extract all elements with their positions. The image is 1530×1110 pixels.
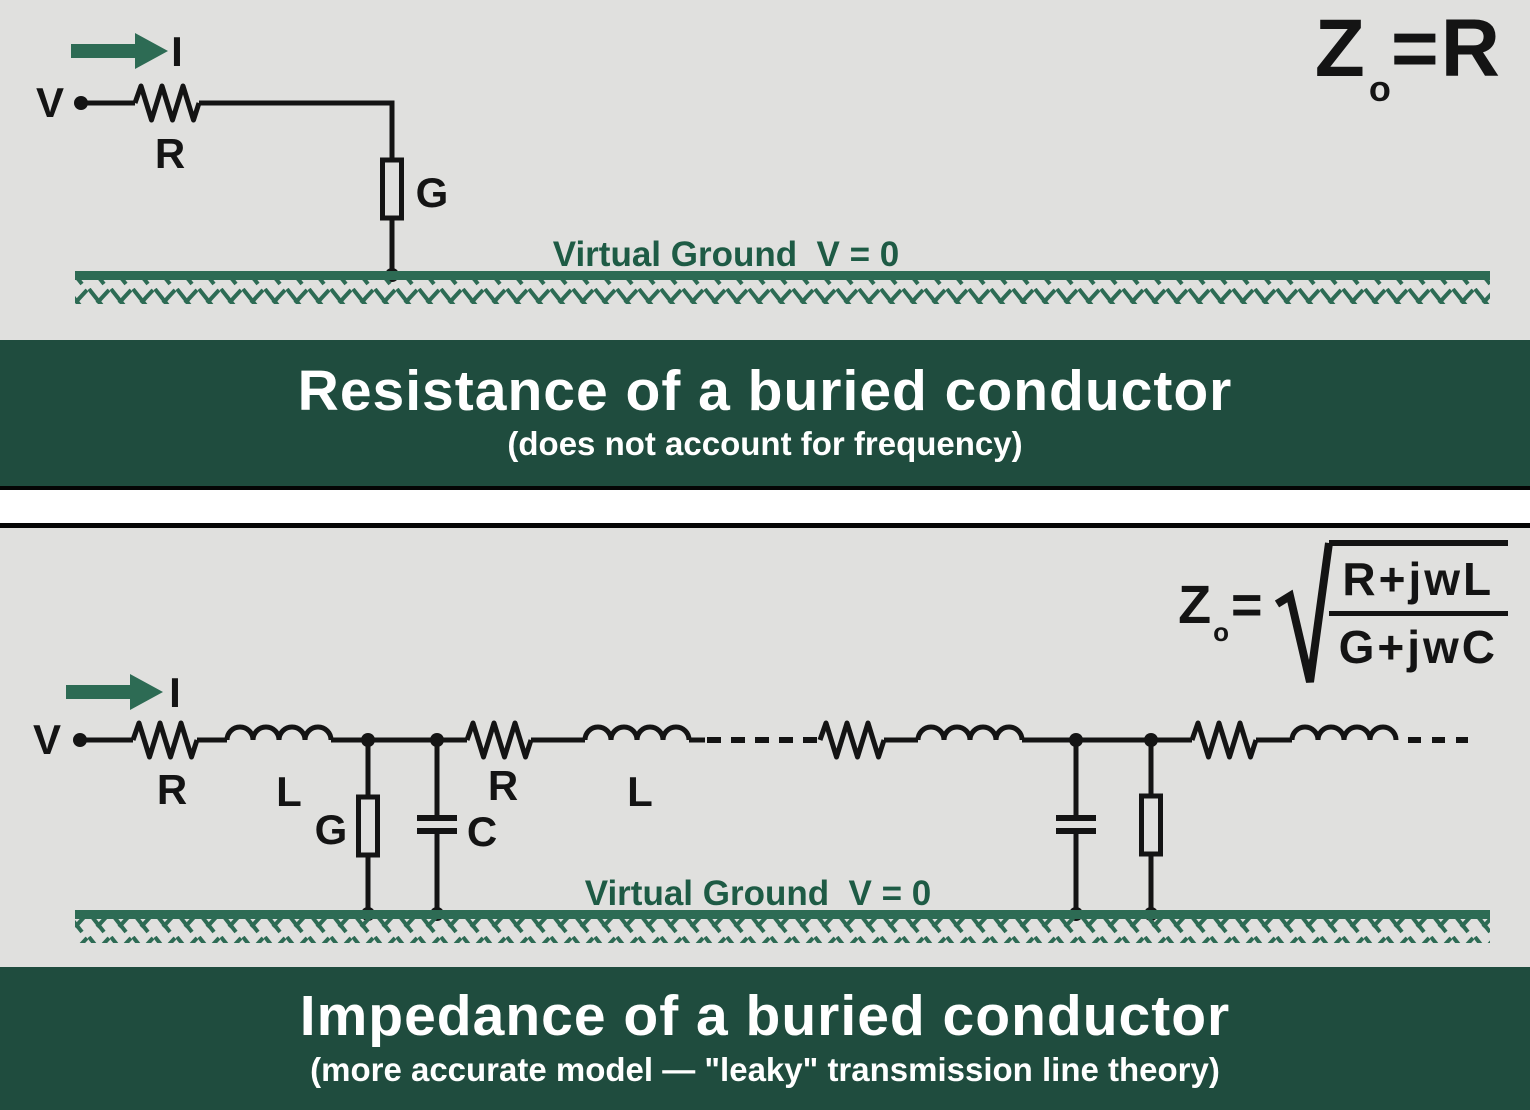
formula-fraction: R+jwL G+jwC (1328, 540, 1508, 676)
formula-denominator: G+jwC (1338, 621, 1498, 673)
resistance2-label: R (488, 762, 518, 809)
impedance-banner: Impedance of a buried conductor (more ac… (0, 967, 1530, 1110)
conductance-label: G (416, 169, 449, 216)
voltage-label: V (36, 79, 64, 126)
formula-sub-o: o (1213, 616, 1232, 647)
formula-numerator: R+jwL (1328, 546, 1508, 616)
impedance-diagram-section: I V R L G C (0, 528, 1530, 967)
formula-eq: = (1390, 3, 1441, 94)
impedance-banner-subtitle: (more accurate model — "leaky" transmiss… (310, 1050, 1220, 1088)
capacitance-label: C (467, 808, 497, 855)
ground-hatch (75, 919, 1490, 943)
series-resistor-symbol (130, 720, 200, 760)
series-inductor-symbol (1289, 724, 1399, 741)
ground-plane (75, 271, 1490, 280)
series-resistor-symbol (464, 720, 534, 760)
impedance-circuit-svg: I V R L G C (33, 669, 1490, 943)
shunt-conductance-symbol (356, 794, 380, 858)
resistance-banner: Resistance of a buried conductor (does n… (0, 340, 1530, 490)
series-resistor-symbol (817, 720, 887, 760)
formula-z: Z (1314, 3, 1367, 94)
resistance-circuit-svg: I V R G Virtual Ground V = 0 (36, 28, 1490, 304)
impedance-formula-simple: Zo=R (1315, 8, 1502, 107)
conductance-label: G (315, 806, 348, 853)
resistance-diagram-section: I V R G Virtual Ground V = 0 Zo=R (0, 0, 1530, 340)
resistance-label: R (155, 130, 185, 177)
inductance-label: L (276, 768, 302, 815)
resistance-label: R (157, 766, 187, 813)
series-resistor-symbol (132, 83, 202, 123)
formula-lhs: Zo= (1178, 575, 1265, 645)
ground-hatch (75, 280, 1490, 304)
shunt-conductance-symbol (1139, 793, 1163, 857)
current-label: I (171, 28, 183, 75)
resistance-banner-subtitle: (does not account for frequency) (507, 425, 1023, 463)
series-inductor-symbol (582, 724, 692, 741)
formula-result: R (1440, 3, 1502, 94)
series-resistor-symbol (1189, 720, 1259, 760)
impedance-banner-title: Impedance of a buried conductor (299, 984, 1231, 1049)
inductance2-label: L (627, 768, 653, 815)
square-root-icon (1274, 542, 1333, 683)
series-inductor-symbol (915, 724, 1025, 741)
resistance-banner-title: Resistance of a buried conductor (297, 358, 1233, 423)
voltage-label: V (33, 716, 61, 763)
current-arrow-icon (66, 674, 163, 710)
current-label: I (169, 669, 181, 716)
ground-plane (75, 910, 1490, 919)
formula-sub-o: o (1368, 68, 1393, 110)
shunt-conductance-symbol (380, 157, 404, 221)
virtual-ground-label: Virtual Ground V = 0 (553, 235, 900, 274)
formula-eq: = (1231, 575, 1265, 635)
series-inductor-symbol (224, 724, 334, 741)
formula-z: Z (1178, 575, 1214, 635)
impedance-formula-transmission-line: Zo= R+jwL G+jwC (1178, 536, 1508, 690)
wire (199, 100, 395, 160)
virtual-ground-label: Virtual Ground V = 0 (585, 874, 932, 913)
separator-strip (0, 490, 1530, 528)
current-arrow-icon (71, 33, 168, 69)
